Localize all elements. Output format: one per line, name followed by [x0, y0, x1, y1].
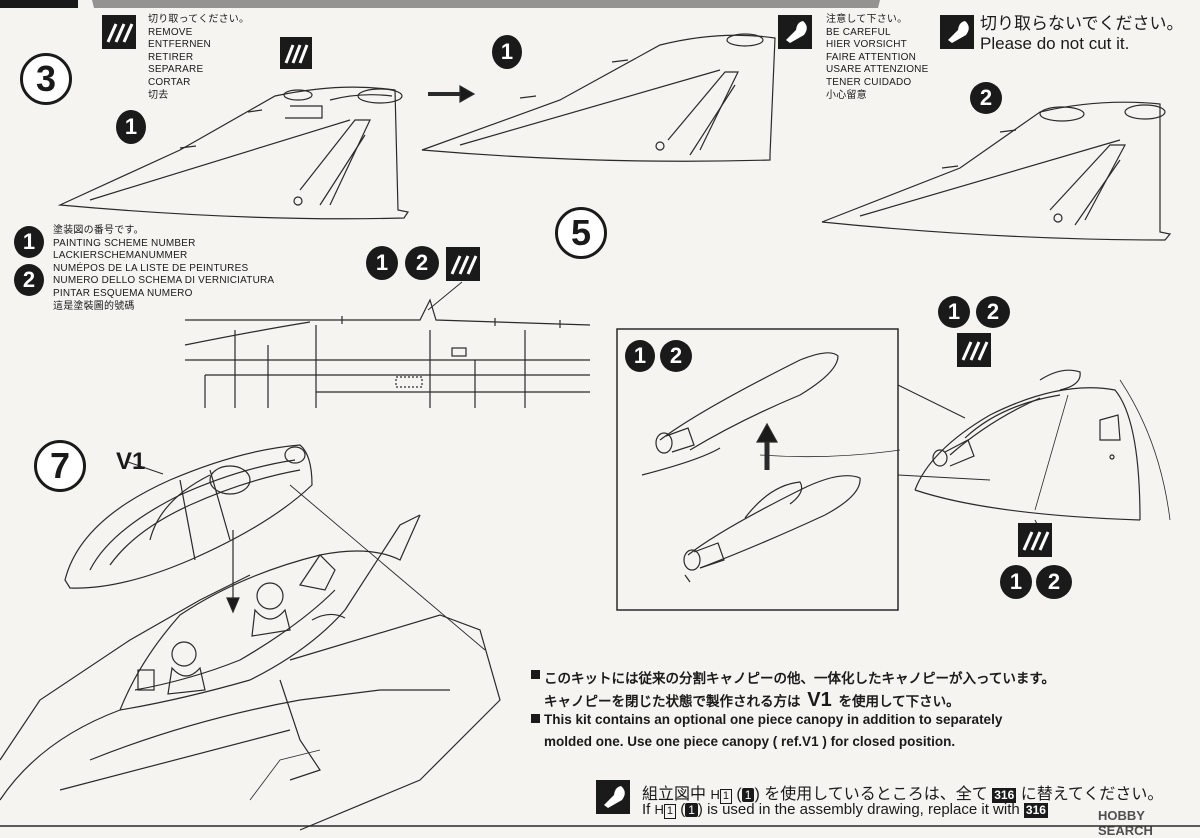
canopy-note-en-line1: This kit contains an optional one piece … — [544, 712, 1003, 727]
careful-instructions: 注意して下さい。 BE CAREFUL HIER VORSICHT FAIRE … — [826, 14, 928, 102]
part-ref-h: H — [654, 802, 664, 817]
tail-fin-middle — [421, 33, 776, 162]
legend-line: NUMERO DELLO SCHEMA DI VERNICIATURA — [53, 275, 275, 287]
legend-line: LACKIERSCHEMANUMMER — [53, 250, 188, 262]
scheme-badge-2: 2 — [405, 246, 439, 280]
careful-line: TENER CUIDADO — [826, 76, 912, 88]
canopy-note-jp-end: を使用して下さい。 — [838, 694, 960, 709]
remove-line: 切去 — [148, 89, 169, 101]
replace-jp-mid: を使用しているところは、全て — [764, 786, 988, 803]
part-ref-h-num: 1 — [663, 804, 677, 819]
remove-line: ENTFERNEN — [148, 39, 211, 51]
fuselage-section — [184, 298, 591, 408]
careful-line: USARE ATTENZIONE — [826, 64, 929, 76]
remove-line: SEPARARE — [148, 64, 204, 76]
canopy-note-jp-line2: キャノピーを閉じた状態で製作される方は V1 を使用して下さい。 — [544, 689, 960, 712]
do-not-cut-jp: 切り取らないでください。 — [980, 14, 1184, 33]
inset-upper-part — [641, 352, 839, 476]
legend-line: 塗装図の番号です。 — [53, 225, 144, 236]
scheme-ref-badge: 1 — [741, 788, 755, 802]
careful-line: FAIRE ATTENTION — [826, 51, 917, 63]
careful-line: 小心留意 — [826, 89, 867, 101]
careful-line: 注意して下さい。 — [826, 14, 908, 25]
do-not-cut-en: Please do not cut it. — [980, 34, 1130, 53]
canopy-note-ref: V1 — [807, 689, 832, 711]
canopy-note-en-line2: molded one. Use one piece canopy ( ref.V… — [544, 734, 956, 749]
scheme-badge-1: 1 — [1000, 565, 1032, 599]
scheme-badge-1: 1 — [938, 296, 970, 328]
scheme-badge-1: 1 — [116, 110, 146, 144]
careful-line: BE CAREFUL — [826, 26, 891, 38]
remove-line: CORTAR — [148, 76, 191, 88]
scheme-badge-1: 1 — [14, 226, 44, 258]
canopy-note-jp-text: キャノピーを閉じた状態で製作される方は — [544, 694, 801, 709]
scheme-ref-badge: 1 — [685, 803, 698, 817]
scheme-badge-2: 2 — [14, 264, 44, 296]
careful-line: HIER VORSICHT — [826, 39, 907, 51]
legend-line: PINTAR ESQUEMA NUMERO — [53, 287, 193, 299]
part-label-v1: V1 — [116, 448, 146, 475]
replace-jp-pre: 組立図中 — [642, 786, 707, 803]
scheme-badge-1: 1 — [492, 35, 522, 69]
nose-section — [914, 369, 1171, 521]
scheme-badge-1: 1 — [366, 246, 398, 280]
legend-line: NUMÉPOS DE LA LISTE DE PEINTURES — [53, 262, 249, 274]
replace-en-mid: is used in the assembly drawing, replace… — [707, 801, 1020, 818]
scheme-badge-2: 2 — [660, 340, 692, 372]
part-ref-h: H — [710, 787, 720, 802]
remove-line: RETIRER — [148, 51, 194, 63]
step-number-3: 3 — [20, 53, 72, 105]
do-not-cut-note: 切り取らないでください。 Please do not cut it. — [980, 14, 1184, 54]
step-number-5: 5 — [555, 207, 607, 259]
legend-line: 這是塗裝圖的號碼 — [53, 300, 135, 312]
legend-line: PAINTING SCHEME NUMBER — [53, 237, 196, 249]
remove-line: REMOVE — [148, 26, 193, 38]
scheme-badge-2: 2 — [976, 296, 1010, 328]
canopy-note-jp-line1: このキットには従来の分割キャノピーの他、一体化したキャノピーが入っています。 — [544, 671, 1055, 686]
remove-instructions: 切り取ってください。 REMOVE ENTFERNEN RETIRER SEPA… — [148, 14, 249, 102]
replace-jp-end: に替えてください。 — [1020, 786, 1164, 803]
scheme-badge-2: 2 — [1036, 565, 1072, 599]
tail-fin-left — [57, 86, 409, 220]
tail-fin-right — [821, 101, 1172, 241]
scheme-badge-1: 1 — [625, 340, 655, 372]
part-ref-316: 316 — [1023, 803, 1048, 818]
replace-en-pre: If — [642, 801, 651, 818]
fuselage-cockpit — [0, 514, 501, 831]
remove-line: 切り取ってください。 — [148, 14, 250, 25]
detail-inset-box — [616, 328, 899, 611]
canopy-v1 — [64, 444, 313, 589]
inset-lower-part — [683, 449, 901, 583]
painting-scheme-legend: 塗装図の番号です。 PAINTING SCHEME NUMBER LACKIER… — [53, 225, 274, 313]
part-ref-316: 316 — [992, 788, 1017, 803]
scheme-badge-2: 2 — [970, 82, 1002, 114]
step-number-7: 7 — [34, 440, 86, 492]
